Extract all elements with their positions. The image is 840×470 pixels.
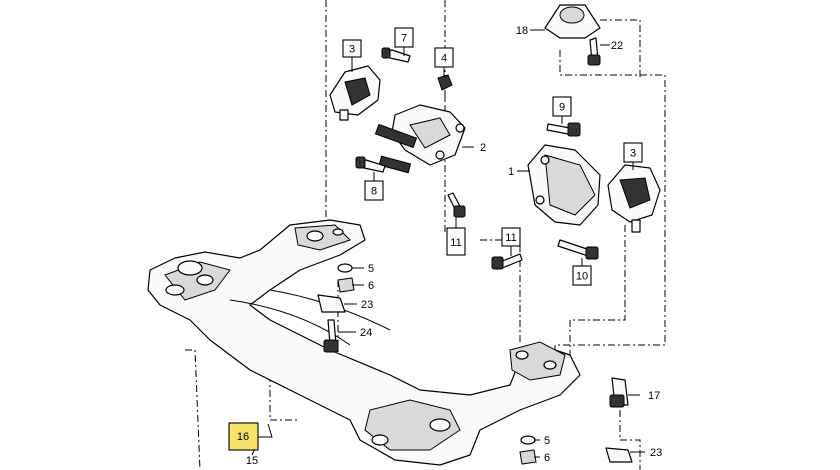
callout-17: 17 (648, 390, 660, 402)
bolts (355, 47, 599, 270)
callout-3-right: 3 (623, 142, 643, 163)
svg-text:17: 17 (648, 390, 660, 402)
callout-15: 15 (246, 455, 258, 467)
svg-text:23: 23 (650, 447, 662, 459)
callout-16-highlighted: 16 (228, 422, 259, 451)
svg-text:8: 8 (371, 186, 377, 198)
callout-11-left: 11 (446, 227, 466, 256)
callout-23-upper: 23 (361, 299, 373, 311)
svg-text:11: 11 (450, 237, 461, 249)
svg-text:18: 18 (516, 25, 528, 37)
callout-11-right: 11 (501, 227, 521, 247)
svg-text:23: 23 (361, 299, 373, 311)
top-mount-18 (544, 4, 601, 66)
svg-text:5: 5 (368, 263, 374, 275)
callout-3-left: 3 (342, 39, 362, 58)
callout-6-lower: 6 (544, 452, 550, 464)
svg-text:5: 5 (544, 435, 550, 447)
svg-text:3: 3 (349, 44, 355, 56)
svg-text:6: 6 (368, 280, 374, 292)
svg-text:24: 24 (360, 327, 372, 339)
svg-text:2: 2 (480, 142, 486, 154)
svg-text:22: 22 (611, 40, 623, 52)
svg-text:3: 3 (630, 148, 636, 160)
callout-8: 8 (364, 180, 384, 201)
svg-text:4: 4 (441, 53, 447, 65)
svg-text:15: 15 (246, 455, 258, 467)
subframe-crossmember (147, 219, 581, 466)
callout-23-lower: 23 (650, 447, 662, 459)
svg-text:1: 1 (508, 166, 514, 178)
svg-text:11: 11 (505, 232, 516, 244)
nut-4 (437, 74, 453, 100)
leader-lines (251, 29, 645, 458)
callout-7: 7 (394, 27, 414, 48)
callout-9: 9 (552, 96, 572, 117)
callout-2: 2 (480, 142, 486, 154)
callout-22: 22 (611, 40, 623, 52)
svg-text:9: 9 (559, 102, 565, 114)
callout-24: 24 (360, 327, 372, 339)
callout-4: 4 (434, 47, 454, 68)
svg-text:7: 7 (401, 33, 407, 45)
svg-text:16: 16 (237, 431, 249, 443)
engine-mount-right (607, 164, 661, 233)
callout-1: 1 (508, 166, 514, 178)
svg-text:6: 6 (544, 452, 550, 464)
engine-bracket-right (527, 144, 601, 226)
engine-bracket (374, 104, 466, 174)
callout-10: 10 (572, 265, 592, 286)
callout-5-lower: 5 (544, 435, 550, 447)
callout-18: 18 (516, 25, 528, 37)
callout-5-upper: 5 (368, 263, 374, 275)
svg-text:10: 10 (576, 271, 588, 283)
callout-6-upper: 6 (368, 280, 374, 292)
engine-mount-left (329, 65, 381, 121)
washers-and-nuts (317, 263, 633, 465)
